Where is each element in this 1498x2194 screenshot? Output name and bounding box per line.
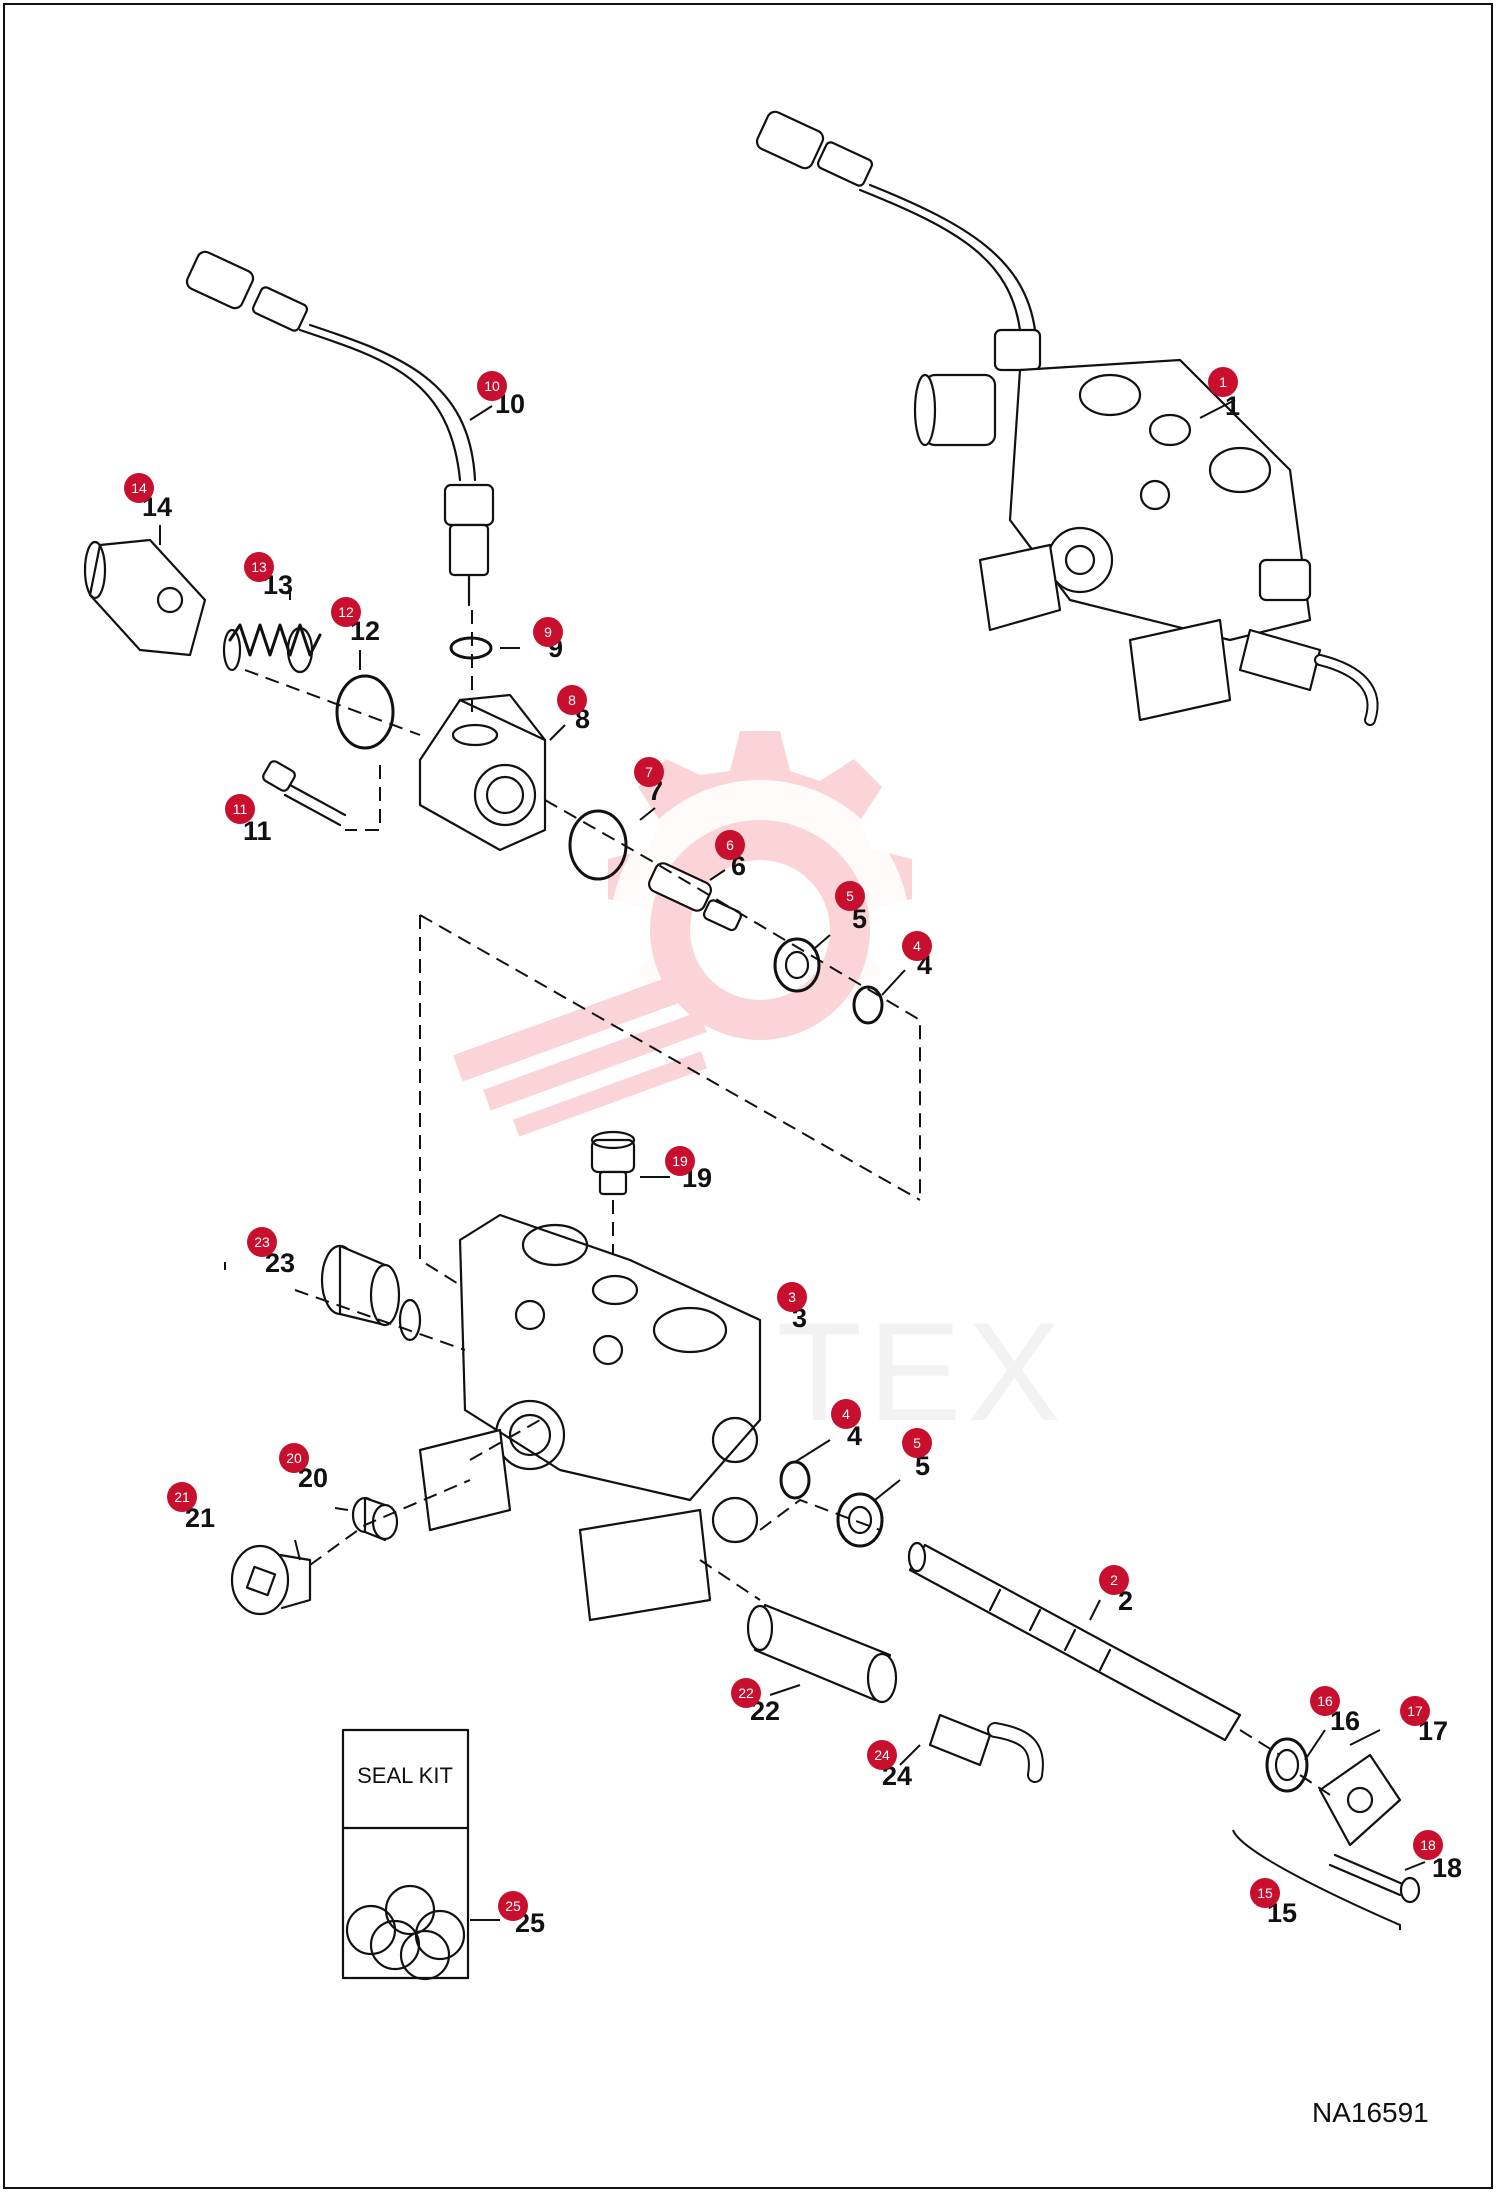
spring-drawing [222,623,322,674]
callout-24[interactable]: 24 [867,1740,897,1770]
part-number-5a: 5 [852,904,867,934]
callout-badges: 1 2 3 4 4 5 5 6 7 8 9 10 11 12 13 14 15 … [124,367,1443,1921]
callout-7[interactable]: 7 [634,757,664,787]
callout-20-text: 20 [286,1450,302,1466]
callout-18[interactable]: 18 [1413,1830,1443,1860]
callout-11-text: 11 [233,801,248,817]
callout-22-text: 22 [738,1685,754,1701]
coil-housing-drawing [418,693,547,852]
callout-17[interactable]: 17 [1400,1696,1430,1726]
callout-14[interactable]: 14 [124,473,154,503]
callout-8-text: 8 [568,692,576,708]
figure-reference-code: NA16591 [1312,2097,1429,2128]
o-ring-4-upper-drawing [852,985,884,1025]
part-number-2: 2 [1118,1586,1133,1616]
elbow-24-drawing [928,1713,1044,1783]
valve-assembly-drawing [755,110,1379,726]
callout-15-text: 15 [1257,1885,1273,1901]
callout-14-text: 14 [131,480,147,496]
callout-24-text: 24 [874,1747,890,1763]
callout-5a[interactable]: 5 [835,881,865,911]
seal-kit-label: SEAL KIT [357,1763,453,1788]
callout-16-text: 16 [1317,1693,1333,1709]
part-number-4b: 4 [847,1421,862,1451]
callout-3[interactable]: 3 [777,1282,807,1312]
screw-18-drawing [1328,1853,1421,1904]
callout-6[interactable]: 6 [715,830,745,860]
o-ring-12-drawing [335,674,395,750]
callout-10[interactable]: 10 [477,371,507,401]
spool-drawing [907,1541,1242,1742]
callout-12-text: 12 [338,604,354,620]
o-ring-4-lower-drawing [779,1460,811,1500]
part-number-1: 1 [1225,391,1240,421]
callout-1-text: 1 [1219,374,1227,390]
assembly-guide-lines [244,610,1331,1796]
callout-3-text: 3 [788,1289,796,1305]
callout-13[interactable]: 13 [244,552,274,582]
callout-18-text: 18 [1420,1837,1436,1853]
callout-7-text: 7 [645,764,653,780]
callout-22[interactable]: 22 [731,1678,761,1708]
washer-5-upper-drawing [773,937,821,993]
callout-13-text: 13 [251,559,267,575]
cover-plate-17-drawing [1318,1753,1402,1847]
bolt-11-drawing [262,760,347,827]
callout-16[interactable]: 16 [1310,1686,1340,1716]
o-ring-7-drawing [568,809,628,881]
callout-5a-text: 5 [846,888,854,904]
seal-kit-box [341,1728,470,1981]
callout-10-text: 10 [484,378,500,394]
callout-1[interactable]: 1 [1208,367,1238,397]
callout-4b[interactable]: 4 [831,1399,861,1429]
sensor-harness-drawing [185,250,495,607]
callout-12[interactable]: 12 [331,597,361,627]
callout-5b[interactable]: 5 [902,1428,932,1458]
callout-19[interactable]: 19 [665,1146,695,1176]
solenoid-cap-drawing [83,538,207,657]
callout-11[interactable]: 11 [225,794,255,824]
callout-25-text: 25 [505,1898,521,1914]
callout-2-text: 2 [1110,1572,1118,1588]
callout-15[interactable]: 15 [1250,1878,1280,1908]
callout-19-text: 19 [672,1153,688,1169]
callout-21-text: 21 [174,1489,190,1505]
callout-4a[interactable]: 4 [902,931,932,961]
callout-6-text: 6 [726,837,734,853]
callout-25[interactable]: 25 [498,1891,528,1921]
plug-19-drawing [590,1130,636,1196]
callout-20[interactable]: 20 [279,1443,309,1473]
part-number-18: 18 [1432,1853,1462,1883]
seal-16-drawing [1265,1737,1309,1793]
sleeve-20-drawing [351,1496,399,1542]
leader-lines [159,399,1426,1930]
fitting-23-drawing [320,1244,422,1342]
callout-21[interactable]: 21 [167,1482,197,1512]
callout-9[interactable]: 9 [533,617,563,647]
callout-23-text: 23 [254,1234,270,1250]
callout-23[interactable]: 23 [247,1227,277,1257]
callout-17-text: 17 [1407,1703,1423,1719]
plug-21-drawing [230,1544,312,1616]
part-number-5b: 5 [915,1451,930,1481]
diagram-frame [3,3,1493,2189]
callout-2[interactable]: 2 [1099,1565,1129,1595]
fitting-22-drawing [746,1603,898,1704]
callout-4b-text: 4 [842,1406,850,1422]
callout-9-text: 9 [544,624,552,640]
callout-8[interactable]: 8 [557,685,587,715]
valve-body-drawing [418,1213,762,1622]
callout-5b-text: 5 [913,1435,921,1451]
callout-4a-text: 4 [913,938,921,954]
washer-5-lower-drawing [836,1492,884,1548]
